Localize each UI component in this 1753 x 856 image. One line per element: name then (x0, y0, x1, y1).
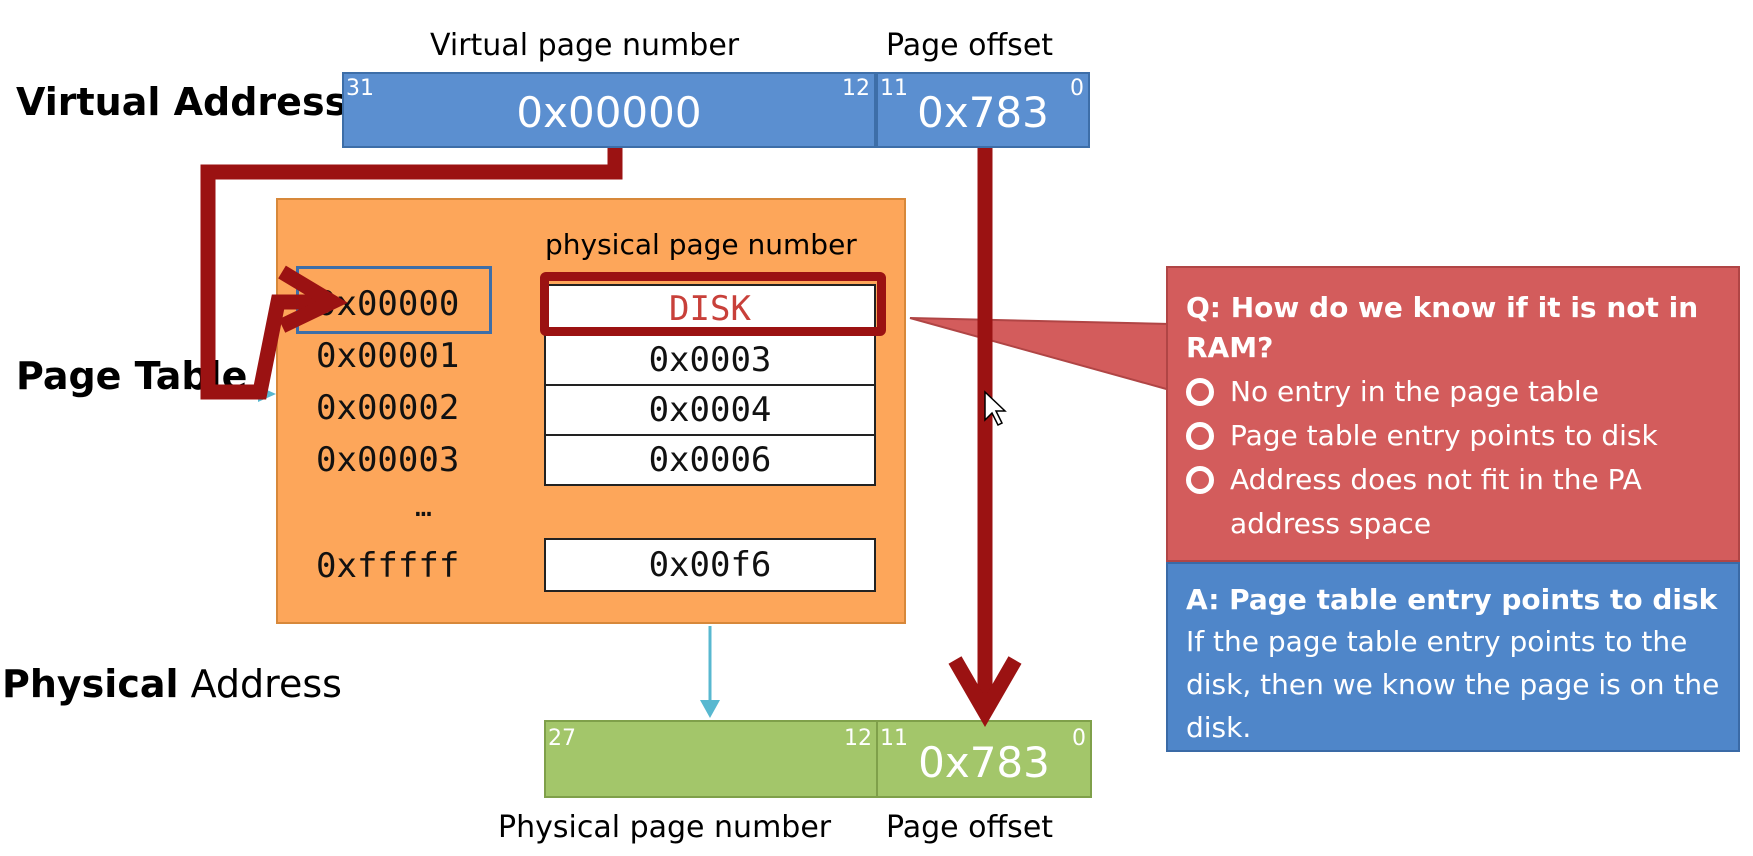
physical-address-label: Physical Address (2, 662, 342, 706)
vpn-row-1: 0x00001 (316, 336, 460, 376)
option-1-text: Page table entry points to disk (1230, 419, 1658, 452)
vpn-lookup-arrow (200, 148, 623, 400)
virtual-page-offset-label: Page offset (886, 28, 1054, 63)
virtual-page-number-label: Virtual page number (430, 28, 740, 63)
question-title: Q: How do we know if it is not in RAM? (1186, 291, 1699, 364)
physical-page-number-header: physical page number (545, 228, 857, 261)
vpn-row-3: 0x00003 (316, 440, 460, 480)
question-box: Q: How do we know if it is not in RAM? N… (1166, 266, 1740, 562)
ppn-cell-last: 0x00f6 (544, 538, 876, 592)
option-0-text: No entry in the page table (1230, 375, 1599, 408)
answer-title: A: Page table entry points to disk (1186, 583, 1718, 616)
vpn-row-last: 0xfffff (316, 546, 460, 586)
physical-page-number-box: 27 12 (544, 720, 878, 798)
pa-offset-low-bit: 0 (1072, 726, 1086, 751)
virtual-page-number-box: 31 12 0x00000 (342, 72, 876, 148)
radio-icon (1186, 378, 1214, 406)
pa-offset-high-bit: 11 (880, 726, 908, 751)
va-offset-value: 0x783 (917, 88, 1049, 137)
red-arrowhead-icon (278, 265, 348, 333)
physical-page-offset-label: Page offset (886, 810, 1054, 845)
pa-offset-value: 0x783 (918, 738, 1050, 787)
option-2[interactable]: Address does not fit in the PA address s… (1186, 458, 1720, 546)
ppn-cell-2: 0x0004 (544, 384, 876, 436)
radio-icon (1186, 422, 1214, 450)
table-ellipsis: … (415, 490, 432, 523)
red-down-arrowhead-icon (948, 656, 1022, 728)
physical-page-number-label: Physical page number (498, 810, 832, 845)
answer-box: A: Page table entry points to disk If th… (1166, 562, 1740, 752)
va-offset-high-bit: 11 (880, 76, 908, 101)
option-2-text: Address does not fit in the PA address s… (1230, 463, 1642, 540)
vpn-low-bit: 12 (842, 76, 870, 101)
virtual-address-label: Virtual Address (16, 80, 348, 124)
physical-address-label-bold: Physical (2, 662, 179, 706)
physical-page-offset-box: 11 0 0x783 (876, 720, 1092, 798)
vpn-row-2: 0x00002 (316, 388, 460, 428)
disk-highlight (540, 272, 886, 336)
ppn-high-bit: 27 (548, 726, 576, 751)
cursor-icon (984, 390, 1007, 427)
vpn-high-bit: 31 (346, 76, 374, 101)
option-0[interactable]: No entry in the page table (1186, 370, 1720, 414)
va-offset-low-bit: 0 (1070, 76, 1084, 101)
answer-body: If the page table entry points to the di… (1186, 625, 1720, 744)
option-1[interactable]: Page table entry points to disk (1186, 414, 1720, 458)
vpn-value: 0x00000 (516, 88, 702, 137)
radio-icon (1186, 466, 1214, 494)
cyan-arrowhead-icon (700, 700, 720, 718)
ppn-low-bit: 12 (844, 726, 872, 751)
physical-address-label-rest: Address (178, 662, 342, 706)
virtual-page-offset-box: 11 0 0x783 (876, 72, 1090, 148)
ppn-cell-3: 0x0006 (544, 434, 876, 486)
